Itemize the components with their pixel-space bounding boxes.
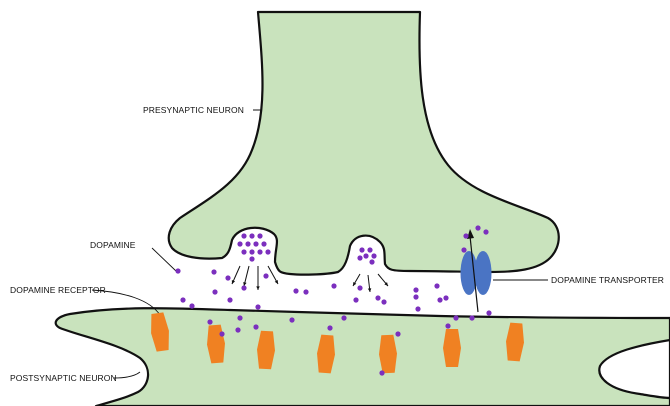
dopamine-molecule-45: [375, 295, 380, 300]
dopamine-molecule-25: [225, 275, 230, 280]
dopamine-molecule-11: [265, 249, 270, 254]
dopamine-label: DOPAMINE: [90, 240, 136, 250]
dopamine-molecule-44: [353, 297, 358, 302]
dopamine-molecule-53: [469, 315, 474, 320]
dopamine-molecule-22: [461, 247, 466, 252]
dopamine-molecule-58: [413, 287, 418, 292]
dopamine-molecule-47: [413, 294, 418, 299]
dopamine-molecule-26: [263, 273, 268, 278]
dopamine-molecule-34: [207, 319, 212, 324]
receptor-label: DOPAMINE RECEPTOR: [10, 285, 106, 295]
dopamine-molecule-52: [453, 315, 458, 320]
dopamine-molecule-35: [219, 331, 224, 336]
postsynaptic-label: POSTSYNAPTIC NEURON: [10, 373, 117, 383]
presynaptic-neuron: [169, 12, 559, 275]
dopamine-molecule-3: [257, 233, 262, 238]
release-arrowhead-3: [256, 286, 259, 290]
dopamine-molecule-13: [359, 247, 364, 252]
dopamine-molecule-15: [363, 253, 368, 258]
dopamine-molecule-50: [437, 297, 442, 302]
transporter-lobe-right: [475, 251, 492, 295]
dopamine-molecule-16: [371, 253, 376, 258]
transporter-label: DOPAMINE TRANSPORTER: [551, 275, 664, 285]
dopamine-molecule-32: [241, 285, 246, 290]
dopamine-molecule-18: [369, 259, 374, 264]
dopamine-molecule-28: [180, 297, 185, 302]
dopamine-molecule-30: [212, 289, 217, 294]
dopamine-molecule-39: [289, 317, 294, 322]
dopamine-molecule-56: [379, 370, 384, 375]
dopamine-molecule-38: [253, 324, 258, 329]
dopamine-molecule-55: [395, 331, 400, 336]
dopamine-molecule-12: [249, 256, 254, 261]
dopamine-molecule-10: [257, 249, 262, 254]
dopamine-molecule-36: [235, 327, 240, 332]
dopamine-molecule-2: [249, 233, 254, 238]
dopamine-molecule-59: [445, 323, 450, 328]
dopamine-molecule-5: [245, 241, 250, 246]
dopamine-molecule-7: [261, 241, 266, 246]
dopamine-molecule-41: [331, 283, 336, 288]
dopamine-molecule-6: [253, 241, 258, 246]
dopamine-molecule-31: [227, 297, 232, 302]
dopamine-molecule-29: [189, 303, 194, 308]
dopamine-molecule-14: [367, 247, 372, 252]
dopamine-molecule-33: [255, 304, 260, 309]
dopamine-molecule-49: [434, 283, 439, 288]
presynaptic-label: PRESYNAPTIC NEURON: [143, 105, 244, 115]
dopamine-molecule-54: [486, 310, 491, 315]
dopamine-molecule-20: [475, 225, 480, 230]
dopamine-receptor-6: [443, 329, 461, 367]
dopamine-molecule-48: [415, 306, 420, 311]
dopamine-molecule-8: [241, 249, 246, 254]
dopamine-molecule-1: [241, 233, 246, 238]
dopamine-molecule-9: [249, 249, 254, 254]
dopamine-molecule-17: [357, 255, 362, 260]
dopamine-molecule-51: [443, 295, 448, 300]
dopamine-molecule-21: [483, 229, 488, 234]
dopamine-molecule-24: [211, 269, 216, 274]
dopamine-molecule-19: [463, 233, 468, 238]
dopamine-molecule-43: [357, 285, 362, 290]
dopamine-molecule-4: [237, 241, 242, 246]
dopamine-molecule-57: [327, 325, 332, 330]
postsynaptic-leader: [114, 372, 140, 378]
dopamine-molecule-42: [341, 315, 346, 320]
postsynaptic-neuron: [56, 308, 670, 406]
dopamine-molecule-40: [303, 289, 308, 294]
dopamine-molecule-46: [381, 299, 386, 304]
dopamine-molecule-23: [175, 268, 180, 273]
dopamine-molecule-27: [293, 288, 298, 293]
dopamine-leader: [152, 248, 176, 271]
dopamine-molecule-37: [237, 315, 242, 320]
